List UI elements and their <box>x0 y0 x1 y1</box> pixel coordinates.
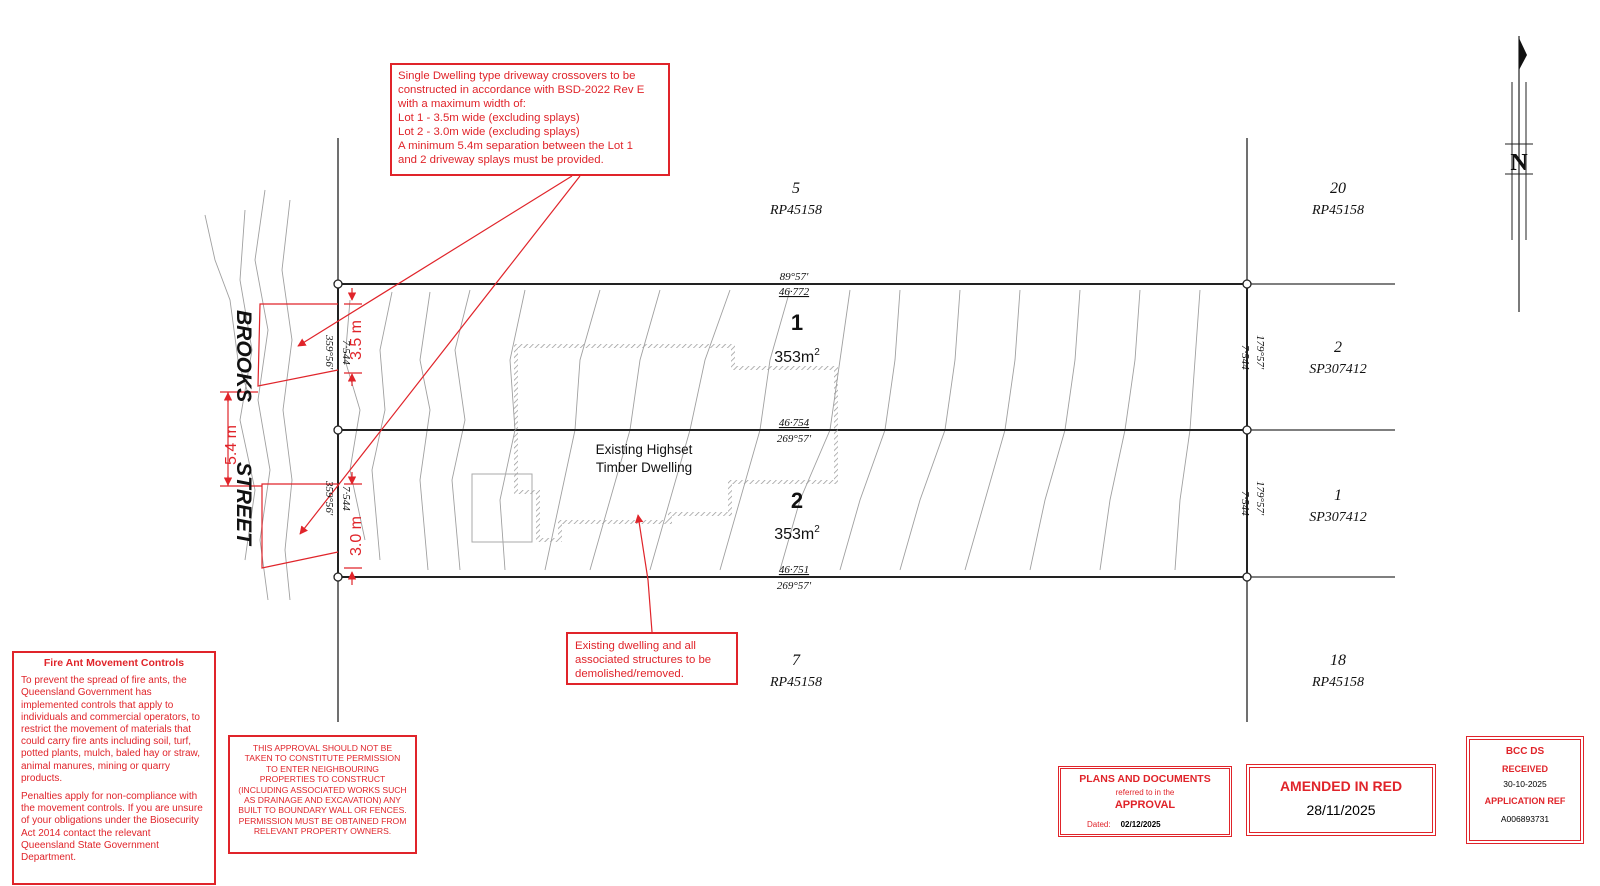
neighbour-lot-20: 20 <box>1330 180 1346 197</box>
right-lower-bearing: 179°57′ <box>1254 481 1266 516</box>
right-upper-length: 7·544 <box>1239 345 1251 370</box>
approval-warning-box: THIS APPROVAL SHOULD NOT BE TAKEN TO CON… <box>228 735 417 854</box>
street-name-brooks: BROOKS <box>232 310 255 402</box>
neighbour-lot-1: 1 <box>1334 487 1342 504</box>
north-label: N <box>1510 150 1528 176</box>
neighbour-plan-18: RP45158 <box>1311 675 1364 690</box>
mid-bearing: 269°57′ <box>777 433 812 445</box>
survey-pegs <box>333 279 1252 582</box>
fire-ant-title: Fire Ant Movement Controls <box>43 657 185 669</box>
stamp-bcc-received-date: 30-10-2025 <box>1503 779 1547 789</box>
lot-1-area: 353m2 <box>774 347 820 366</box>
stamp-amended-title: AMENDED IN RED <box>1279 778 1403 794</box>
plans-documents-stamp: PLANS AND DOCUMENTS referred to in the A… <box>1058 766 1232 837</box>
stamp-dated-value: 02/12/2025 <box>1120 820 1161 829</box>
lot1-driveway-width: 3.5 m <box>348 320 365 360</box>
driveway-crossover-note: Single Dwelling type driveway crossovers… <box>390 63 670 176</box>
note-line: Lot 2 - 3.0m wide (excluding splays) <box>398 126 580 138</box>
street-name-street: STREET <box>232 462 255 547</box>
stamp-dated-label: Dated: <box>1087 820 1111 829</box>
neighbour-lot-7: 7 <box>792 652 801 669</box>
neighbour-plan-20: RP45158 <box>1311 203 1364 218</box>
stamp-bcc-ref: A006893731 <box>1500 814 1550 824</box>
stamp-amended-date: 28/11/2025 <box>1306 802 1376 818</box>
right-lower-length: 7·544 <box>1239 491 1251 516</box>
neighbour-lot-5: 5 <box>792 180 800 197</box>
fire-ant-paragraph-1: To prevent the spread of fire ants, the … <box>21 675 200 784</box>
stamp-bcc-title: BCC DS <box>1505 746 1545 757</box>
note-line: with a maximum width of: <box>398 98 526 110</box>
driveway-separation: 5.4 m <box>223 425 240 465</box>
stamp-plans-sub: referred to in the <box>1115 788 1175 797</box>
neighbour-plan-1: SP307412 <box>1309 510 1367 525</box>
north-arrow-icon <box>1505 36 1533 312</box>
stamp-plans-approval: APPROVAL <box>1114 799 1176 811</box>
stamp-plans-title: PLANS AND DOCUMENTS <box>1079 773 1211 785</box>
stamp-bcc-received: RECEIVED <box>1501 764 1548 774</box>
lot-1-number: 1 <box>791 310 803 335</box>
lot-2-number: 2 <box>791 488 803 513</box>
left-upper-length: 7·544 <box>340 340 352 365</box>
neighbour-plan-7: RP45158 <box>769 675 822 690</box>
neighbour-lot-18: 18 <box>1330 652 1346 669</box>
existing-dwelling-footprint <box>471 344 838 543</box>
neighbour-boundaries <box>1247 283 1395 578</box>
left-lower-bearing: 359°56′ <box>323 480 335 516</box>
top-bearing: 89°57′ <box>780 271 809 283</box>
lot2-driveway-width: 3.0 m <box>348 516 365 556</box>
neighbour-lot-2: 2 <box>1334 339 1342 356</box>
neighbour-plan-2: SP307412 <box>1309 362 1367 377</box>
left-lower-length: 7·544 <box>340 486 352 511</box>
existing-dwelling-label-line2: Timber Dwelling <box>596 460 692 475</box>
note-line: Lot 1 - 3.5m wide (excluding splays) <box>398 112 580 124</box>
demolish-note: Existing dwelling and all associated str… <box>566 632 738 685</box>
lot-2-area: 353m2 <box>774 524 820 543</box>
fire-ant-paragraph-2: Penalties apply for non-compliance with … <box>21 791 203 864</box>
existing-dwelling-label-line1: Existing Highset <box>596 442 693 457</box>
fire-ant-controls-box: Fire Ant Movement Controls To prevent th… <box>12 651 216 885</box>
bottom-bearing: 269°57′ <box>777 580 812 592</box>
top-length: 46·772 <box>779 286 810 298</box>
stamp-bcc-ref-label: APPLICATION REF <box>1484 796 1566 806</box>
neighbour-plan-5: RP45158 <box>769 203 822 218</box>
note-line: constructed in accordance with BSD-2022 … <box>398 84 645 96</box>
left-upper-bearing: 359°56′ <box>323 334 335 370</box>
bcc-received-stamp: BCC DS RECEIVED 30-10-2025 APPLICATION R… <box>1466 736 1584 844</box>
mid-length: 46·754 <box>779 417 810 429</box>
note-line: Single Dwelling type driveway crossovers… <box>398 70 636 82</box>
bottom-length: 46·751 <box>779 564 809 576</box>
right-upper-bearing: 179°57′ <box>1254 335 1266 370</box>
note-line: and 2 driveway splays must be provided. <box>398 154 604 166</box>
stamp-plans-dated: Dated: 02/12/2025 <box>1067 820 1223 829</box>
amended-in-red-stamp: AMENDED IN RED 28/11/2025 <box>1246 764 1436 836</box>
note-line: A minimum 5.4m separation between the Lo… <box>398 140 633 152</box>
driveway-markup <box>220 175 653 633</box>
